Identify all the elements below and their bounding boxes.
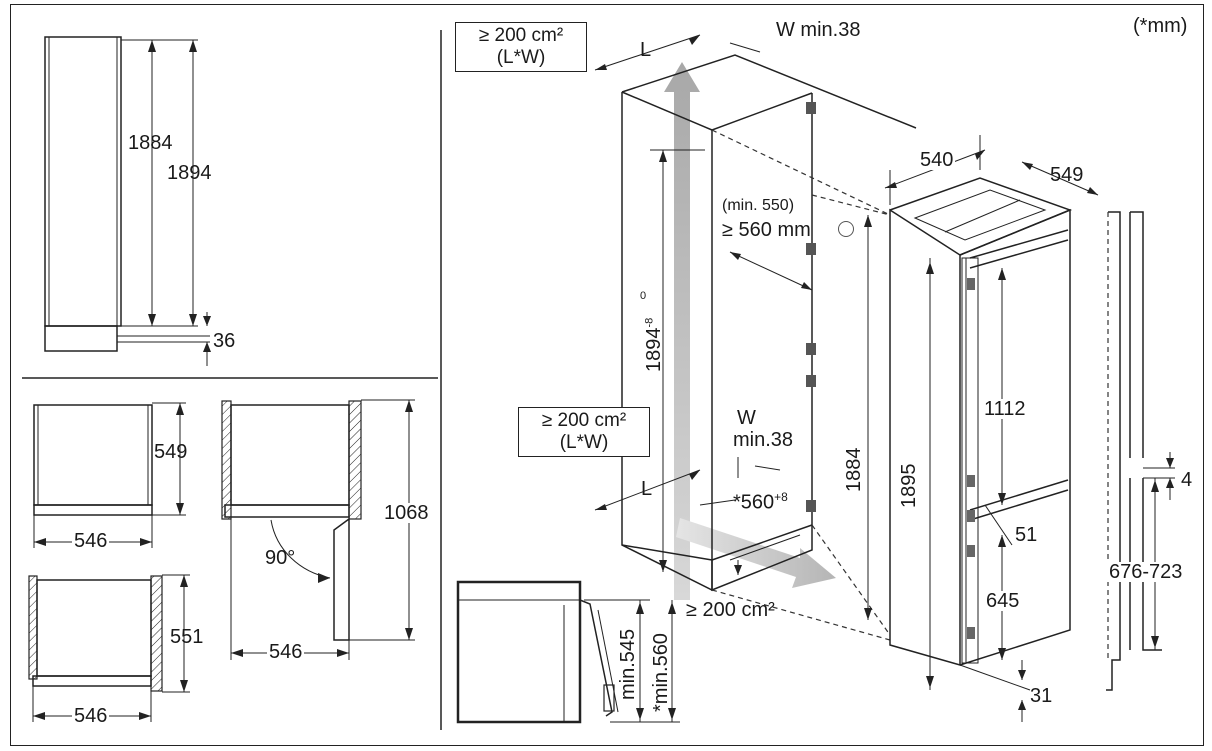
vent-mid-area: ≥ 200 cm² [541,410,627,431]
vent-bottom: ≥ 200 cm² [686,599,775,621]
top-view-door-swing [221,399,415,660]
info-circle-icon [838,221,854,237]
top2-width: 546 [72,705,110,727]
diagram-frame [10,4,1204,746]
airflow-arrow-up [664,62,700,600]
top1-width: 546 [72,530,110,552]
top2-depth: 551 [170,626,204,648]
top-view-1 [33,402,186,548]
vent-top-area: ≥ 200 cm² [478,25,564,46]
door-swing-width: 546 [267,641,305,663]
top-view-2 [28,574,190,722]
min-depth: ≥ 560 mm [722,219,811,241]
vent-mid-W: W [737,407,756,429]
door-swing-angle: 90° [265,547,296,569]
plinth-detail [456,580,680,724]
door-profile [1106,211,1175,691]
vent-mid-W-min: min.38 [733,429,794,451]
vent-top-W: W min.38 [776,19,861,41]
appliance-upper-height: 1112 [982,398,1028,420]
niche-interior-height: 1884 [843,447,865,493]
vent-mid-box: ≥ 200 cm² (L*W) [518,407,650,457]
niche-drawing [594,34,917,641]
appliance-gap-mid: 51 [1015,524,1038,546]
vent-top-box: ≥ 200 cm² (L*W) [455,22,587,72]
side-gap-bottom: 36 [213,330,236,352]
vent-mid-L: L [641,478,653,500]
appliance-depth: 549 [1050,164,1084,186]
min-depth-small: (min. 550) [722,197,795,214]
vent-top-L: L [640,39,652,61]
plinth-min-560: *min.560 [650,633,672,712]
unit-note: (*mm) [1133,15,1188,37]
appliance-bottom-gap: 31 [1030,685,1053,707]
door-swing-depth: 1068 [382,502,431,524]
plinth-min-545: min.545 [617,628,639,700]
niche-height: 1894-8 [643,317,665,372]
appliance-drawing [884,135,1099,722]
airflow-arrow-bottom [676,518,836,588]
side-height-inner: 1884 [128,132,173,154]
vent-top-sub: (L*W) [496,46,546,68]
door-gap: 4 [1181,469,1193,491]
niche-width: *560+8 [733,490,788,514]
door-range: 676-723 [1107,561,1185,583]
niche-height-tol-zero: 0 [640,290,647,302]
side-height-outer: 1894 [167,162,212,184]
top1-depth: 549 [154,441,188,463]
side-view [44,36,211,366]
appliance-total-height: 1895 [898,463,921,508]
appliance-width: 540 [918,149,956,171]
vent-mid-sub: (L*W) [559,431,609,453]
appliance-lower-height: 645 [984,590,1022,612]
